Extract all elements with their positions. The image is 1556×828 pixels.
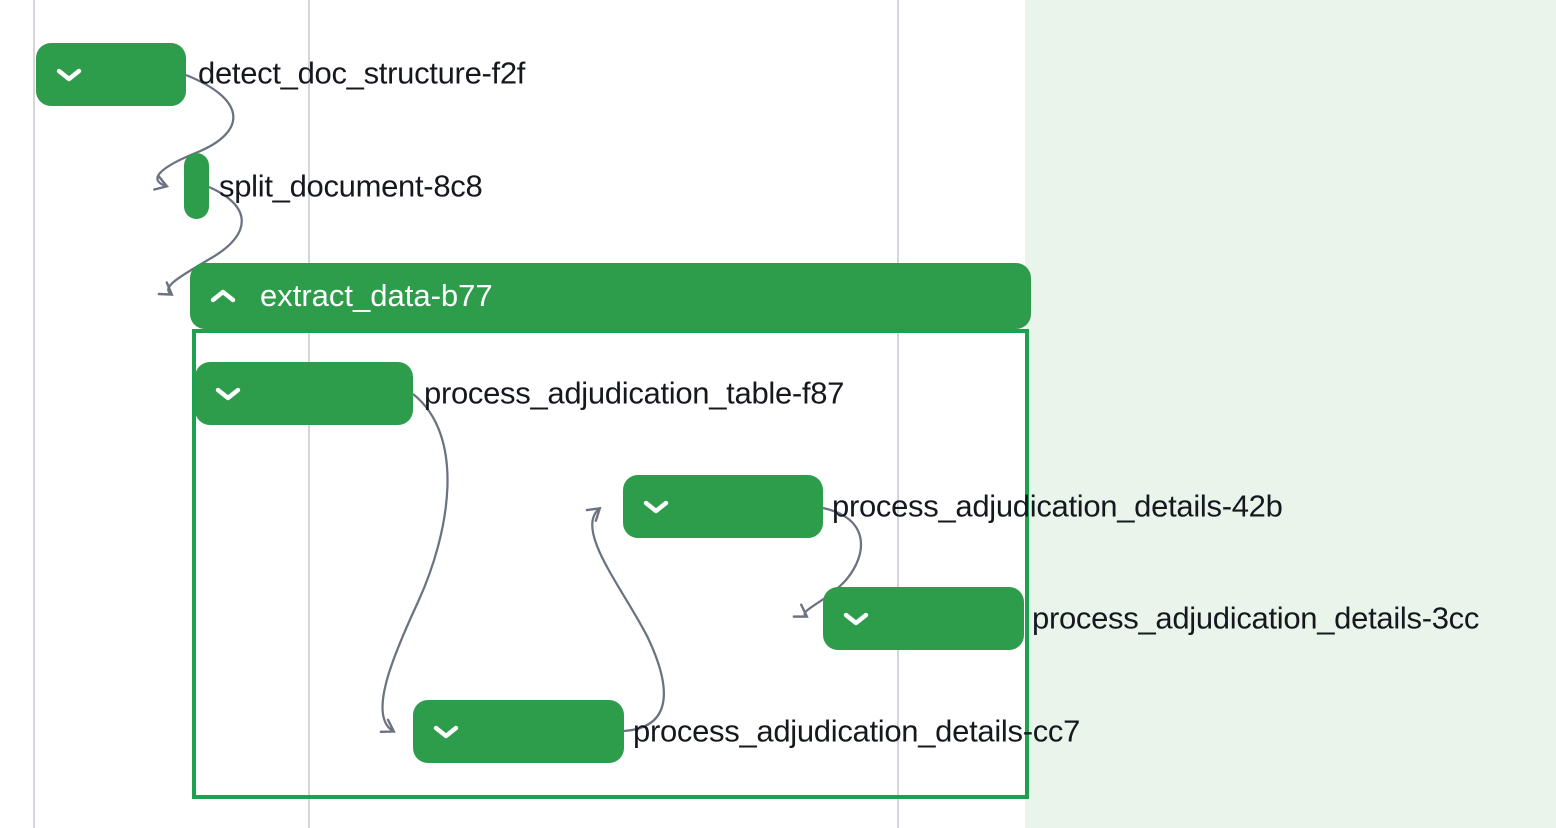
timeline-gridline	[33, 0, 35, 828]
task-bar[interactable]	[623, 475, 823, 538]
task-label: process_adjudication_table-f87	[424, 375, 845, 411]
task-label: extract_data-b77	[260, 278, 493, 313]
chevron-down-icon[interactable]	[215, 386, 241, 402]
task-label: process_adjudication_details-cc7	[633, 713, 1081, 749]
task-bar[interactable]	[36, 43, 186, 106]
task-bar[interactable]	[413, 700, 624, 763]
highlight-region	[1025, 0, 1556, 828]
task-bar[interactable]	[823, 587, 1024, 650]
task-label: detect_doc_structure-f2f	[198, 55, 526, 91]
task-label: split_document-8c8	[219, 168, 483, 204]
chevron-down-icon[interactable]	[843, 611, 869, 627]
task-bar[interactable]	[195, 362, 413, 425]
task-label: process_adjudication_details-3cc	[1032, 600, 1480, 636]
chevron-down-icon[interactable]	[433, 724, 459, 740]
chevron-down-icon[interactable]	[643, 499, 669, 515]
task-label: process_adjudication_details-42b	[832, 488, 1283, 524]
task-group-outline	[192, 329, 1029, 799]
task-bar[interactable]: extract_data-b77	[190, 263, 1031, 329]
chevron-up-icon[interactable]	[210, 288, 236, 304]
task-bar[interactable]	[184, 153, 209, 219]
timeline-gridline	[897, 0, 899, 828]
chevron-down-icon[interactable]	[56, 67, 82, 83]
